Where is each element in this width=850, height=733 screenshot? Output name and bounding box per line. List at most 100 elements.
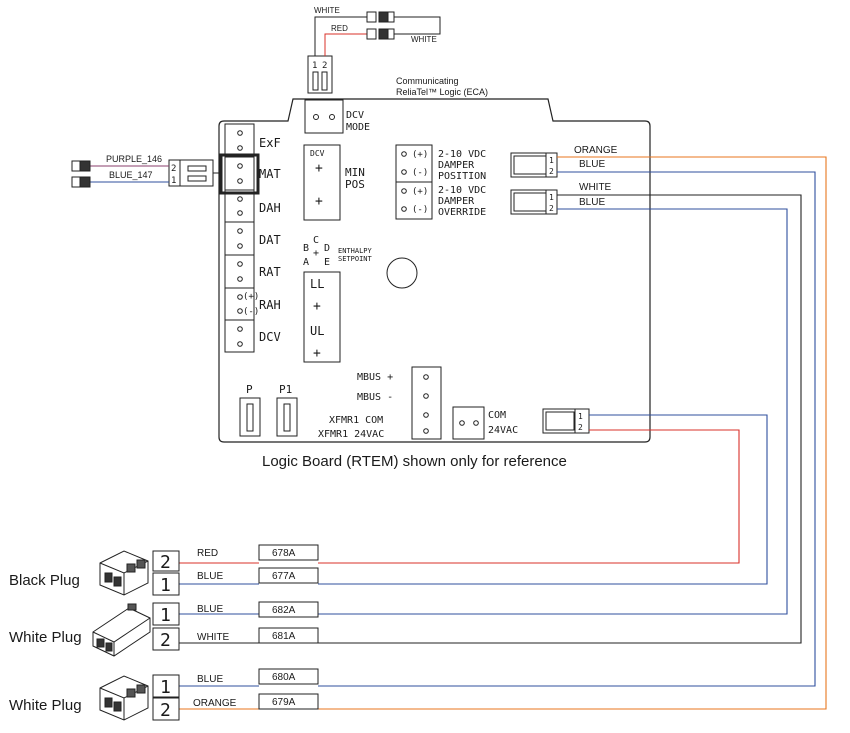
wire-blue-677 (318, 414, 768, 585)
svg-text:2: 2 (549, 204, 554, 213)
rah-minus: (-) (243, 307, 259, 317)
power-com: COM (488, 410, 506, 421)
dcv-pot-plus2: + (315, 194, 323, 209)
svg-text:D: D (324, 243, 330, 254)
top-splices (366, 11, 395, 40)
wire-purple-label: PURPLE_146 (106, 154, 162, 164)
svg-text:2: 2 (160, 700, 171, 721)
wire-orange-679 (318, 156, 827, 710)
terminal-dat: DAT (259, 233, 281, 247)
damper-terminals (395, 144, 433, 220)
p-p1-connectors (239, 397, 298, 437)
top-wire-red-label: RED (331, 24, 348, 33)
white-plug-1-icon (92, 603, 151, 657)
svg-text:BLUE: BLUE (197, 571, 223, 582)
dcv-mode-connector (307, 55, 333, 94)
right-wire-white: WHITE (579, 182, 612, 193)
right-wire-blue2: BLUE (579, 197, 605, 208)
board-round-component (386, 257, 418, 289)
mat-pin-1: 1 (171, 176, 176, 186)
logic-board (218, 98, 651, 443)
svg-text:RED: RED (197, 548, 218, 559)
svg-text:1: 1 (578, 412, 583, 421)
dcv-mode-block (304, 55, 344, 134)
board-caption: Logic Board (RTEM) shown only for refere… (262, 453, 567, 470)
p-label: P (246, 383, 253, 396)
wire-red-top (324, 33, 367, 56)
mat-highlight (219, 153, 260, 195)
min-pos-2: POS (345, 178, 365, 191)
svg-text:BLUE: BLUE (197, 604, 223, 615)
svg-text:1: 1 (549, 156, 554, 165)
mbus-minus: MBUS - (357, 392, 393, 403)
ll-plus: + (313, 299, 321, 314)
dcv-mode-pin-1: 1 (312, 61, 317, 71)
right-wire-blue1: BLUE (579, 159, 605, 170)
mat-pin-2: 2 (171, 164, 176, 174)
svg-text:2: 2 (160, 630, 171, 651)
enthalpy-label-1: ENTHALPY (338, 247, 373, 255)
left-terminal-strip (219, 123, 260, 353)
svg-text:B: B (303, 243, 309, 254)
svg-text:E: E (324, 257, 330, 268)
plug-wire-colors: RED BLUE BLUE WHITE BLUE ORANGE (193, 548, 237, 709)
enthalpy-dial: C B D + A E (303, 235, 330, 268)
svg-text:BLUE: BLUE (197, 674, 223, 685)
ll-ul-block (303, 271, 341, 363)
damper-pos-label-3: POSITION (438, 171, 486, 182)
svg-text:C: C (313, 235, 319, 246)
connector-pin-labels: 1 2 1 2 1 2 (549, 156, 583, 432)
board-outline (218, 98, 651, 443)
mat-connector (168, 159, 221, 187)
board-title-line1: Communicating (396, 76, 459, 86)
plug-code-boxes (258, 544, 319, 710)
terminal-rat: RAT (259, 265, 281, 279)
dcv-mode-label-2: MODE (346, 122, 370, 133)
dcv-mode-pin-2: 2 (322, 61, 327, 71)
wire-red-678 (318, 429, 740, 564)
plug-name-white-2: White Plug (9, 697, 82, 714)
ul-label: UL (310, 324, 324, 338)
plug-wire-codes: 678A 677A 682A 681A 680A 679A (272, 548, 296, 708)
top-wires (314, 16, 441, 56)
left-terminal-labels: ExF MAT DAH DAT RAT RAH DCV (259, 136, 281, 344)
p1-label: P1 (279, 383, 292, 396)
damper-pos-label-1: 2-10 VDC (438, 149, 486, 160)
power-24vac: 24VAC (488, 425, 518, 436)
damper-pos-plus: (+) (412, 150, 428, 160)
terminal-exf: ExF (259, 136, 281, 150)
svg-text:1: 1 (160, 605, 171, 626)
damper-ovr-connector (510, 189, 558, 215)
dcv-pot-block (303, 144, 341, 221)
plug-pin-boxes (152, 550, 180, 721)
power-connector (542, 408, 590, 434)
mbus-block (411, 366, 485, 440)
wire-runs (179, 156, 827, 710)
min-pos-1: MIN (345, 166, 365, 179)
damper-pos-minus: (-) (412, 168, 428, 178)
wire-white-681 (318, 194, 802, 644)
svg-text:678A: 678A (272, 548, 296, 559)
damper-ovr-label-1: 2-10 VDC (438, 185, 486, 196)
terminal-mat: MAT (259, 167, 281, 181)
svg-text:681A: 681A (272, 631, 296, 642)
board-title-line2: ReliaTel™ Logic (ECA) (396, 87, 488, 97)
ul-plus: + (313, 346, 321, 361)
plug-name-black: Black Plug (9, 572, 80, 589)
svg-text:ORANGE: ORANGE (193, 698, 237, 709)
svg-text:680A: 680A (272, 672, 296, 683)
plug-name-white-1: White Plug (9, 629, 82, 646)
svg-text:679A: 679A (272, 697, 296, 708)
svg-text:1: 1 (549, 193, 554, 202)
svg-text:1: 1 (160, 575, 171, 596)
dcv-pot-label: DCV (310, 149, 325, 158)
plug-pin-numbers: 2 1 1 2 1 2 (160, 552, 171, 721)
right-connectors (510, 152, 590, 434)
right-wire-orange: ORANGE (574, 145, 618, 156)
wire-blue-label: BLUE_147 (109, 170, 153, 180)
svg-text:677A: 677A (272, 571, 296, 582)
damper-ovr-label-3: OVERRIDE (438, 207, 486, 218)
svg-text:2: 2 (578, 423, 583, 432)
wire-white-loop (394, 16, 441, 35)
